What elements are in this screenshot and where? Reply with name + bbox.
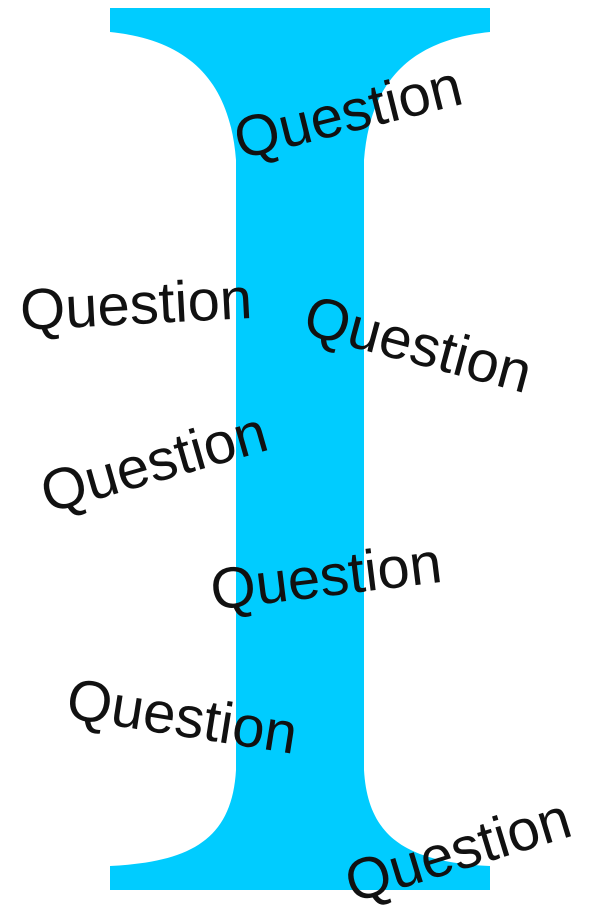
letter-i-shape (110, 8, 490, 890)
question-word: Question (18, 265, 254, 344)
